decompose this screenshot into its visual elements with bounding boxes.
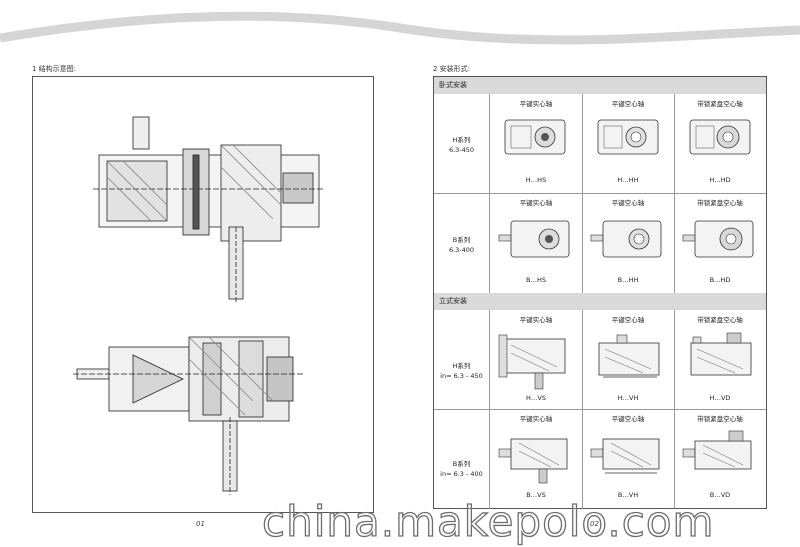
gearbox-section-drawing-top	[93, 116, 323, 302]
watermark-text: china.makepolo.com	[261, 496, 715, 546]
mount-drawing-h-hs	[504, 119, 566, 155]
band-vertical-mount: 立式安装	[434, 293, 766, 310]
mount-drawing-b-hs	[498, 220, 570, 258]
left-page-number: 01	[196, 520, 205, 528]
col-head: 平键空心轴	[611, 100, 645, 108]
code-label: H…VD	[709, 394, 731, 402]
code-label: H…VS	[526, 394, 546, 402]
code-label: B…HS	[526, 276, 546, 284]
row-label-h-vertical: H系列 in= 6.3 - 450	[440, 362, 483, 380]
mount-drawing-b-vh	[590, 438, 660, 474]
right-section-title: 2 安装形式:	[433, 65, 471, 73]
mount-drawing-h-vd	[690, 332, 752, 376]
row-label-h-horizontal: H系列 6.3-450	[448, 136, 475, 154]
mount-drawing-b-hd	[682, 220, 754, 258]
col-head: 平键空心轴	[611, 316, 645, 324]
col-head: 带锁紧盘空心轴	[697, 199, 743, 207]
mount-drawing-b-hh	[590, 220, 662, 258]
code-label: B…VS	[526, 491, 546, 499]
col-head: 带锁紧盘空心轴	[697, 316, 743, 324]
gearbox-section-drawing-bottom	[73, 336, 303, 495]
col-head: 平键实心轴	[519, 316, 553, 324]
code-label: B…HD	[709, 276, 731, 284]
right-page-number: 02	[590, 520, 599, 528]
col-head: 带锁紧盘空心轴	[697, 415, 743, 423]
mount-drawing-h-vh	[598, 334, 660, 378]
header-swoosh	[0, 0, 800, 45]
code-label: H…HS	[525, 176, 547, 184]
mount-drawing-h-hh	[597, 119, 659, 155]
col-head: 平键空心轴	[611, 199, 645, 207]
left-section-title: 1 结构示意图:	[32, 65, 77, 73]
band-horizontal-mount: 卧式安装	[434, 77, 766, 94]
mount-drawing-b-vs	[498, 438, 568, 484]
col-head: 带锁紧盘空心轴	[697, 100, 743, 108]
code-label: B…VD	[709, 491, 731, 499]
row-label-b-horizontal: B系列 6.3-400	[448, 236, 475, 254]
code-label: B…VH	[617, 491, 639, 499]
mount-drawing-h-vs	[498, 334, 566, 390]
structure-diagram-frame	[32, 76, 374, 513]
mount-drawing-h-hd	[689, 119, 751, 155]
code-label: H…HD	[709, 176, 731, 184]
col-head: 平键实心轴	[519, 415, 553, 423]
code-label: H…HH	[617, 176, 639, 184]
col-head: 平键空心轴	[611, 415, 645, 423]
installation-table: 卧式安装 立式安装 H系列 6.3-450 平键实心轴 平键空心轴 带锁紧盘空心…	[433, 76, 767, 509]
code-label: H…VH	[617, 394, 639, 402]
row-label-b-vertical: B系列 in= 6.3 - 400	[440, 460, 483, 478]
col-head: 平键实心轴	[519, 199, 553, 207]
mount-drawing-b-vd	[682, 430, 752, 470]
col-head: 平键实心轴	[519, 100, 553, 108]
code-label: B…HH	[617, 276, 639, 284]
